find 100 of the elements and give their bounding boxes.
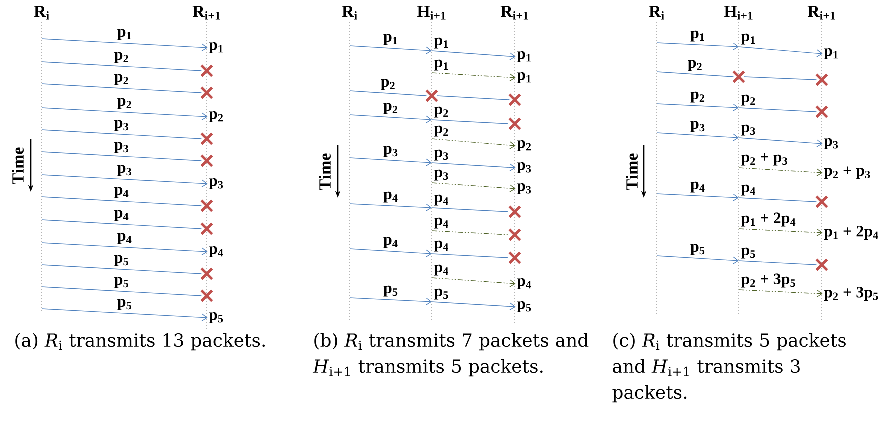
edge-label: p$_{5}$ — [114, 255, 128, 266]
edge-label: p$_{1}$ — [434, 60, 448, 71]
packet-arrow — [432, 278, 516, 288]
packet-arrow — [738, 168, 823, 177]
loss-mark — [508, 117, 522, 131]
packet-arrow — [42, 174, 208, 188]
edge-label: p$_{3}$ — [114, 120, 128, 132]
loss-mark — [200, 267, 214, 281]
packet-label: p$_{1}$ — [517, 72, 531, 84]
edge-label: p$_{2}$ + 3p$_{5}$ — [741, 274, 796, 288]
loss-mark — [815, 258, 829, 272]
edge-label: p$_{3}$ — [434, 170, 448, 181]
edge-label: p$_{2}$ — [690, 92, 705, 103]
edge-label: p$_{5}$ — [741, 248, 756, 259]
packet-label: p$_{1}$ — [824, 48, 838, 60]
packet-label: p$_{5}$ — [209, 312, 224, 324]
timeline: R$_{i}$ — [649, 6, 664, 316]
packet-arrow — [350, 298, 432, 306]
packet-arrow — [42, 108, 208, 121]
loss-mark — [815, 73, 829, 87]
loss-mark — [815, 195, 829, 209]
edge-label: p$_{1}$ — [118, 29, 132, 40]
packet-arrow — [350, 204, 432, 212]
edge-label: p$_{5}$ — [384, 286, 398, 297]
packet-arrow — [432, 50, 516, 60]
edge-label: p$_{4}$ — [114, 210, 129, 222]
edge-label: p$_{4}$ — [118, 233, 132, 244]
packet-label: p$_{3}$ — [824, 138, 838, 150]
loss-mark — [200, 132, 214, 146]
packet-label: p$_{2}$ + p$_{3}$ — [824, 166, 870, 180]
packet-arrow — [432, 72, 516, 82]
loss-mark — [425, 89, 439, 103]
edge-label: p$_{4}$ — [434, 240, 448, 252]
packet-arrow — [656, 256, 739, 264]
packet-label: p$_{1}$ — [209, 42, 223, 54]
edge-label: p$_{5}$ — [114, 277, 128, 288]
loss-mark — [200, 222, 214, 236]
edge-label: p$_{4}$ — [384, 192, 398, 203]
edge-label: p$_{2}$ — [384, 103, 398, 114]
edge-label: p$_{5}$ — [118, 299, 132, 310]
loss-mark — [200, 154, 214, 168]
edge-label: p$_{3}$ — [690, 121, 705, 132]
packet-arrow — [656, 132, 739, 142]
packet-arrow — [656, 42, 739, 51]
loss-mark — [200, 64, 214, 78]
loss-mark — [732, 70, 746, 84]
edge-label: p$_{2}$ — [381, 79, 395, 90]
packet-label: p$_{2}$ — [517, 140, 532, 152]
edge-label: p$_{4}$ — [741, 184, 756, 196]
packet-arrow — [432, 302, 516, 311]
edge-label: p$_{1}$ — [690, 30, 704, 42]
packet-arrow — [432, 138, 516, 150]
packet-arrow — [738, 138, 823, 148]
edge-label: p$_{2}$ — [114, 52, 128, 64]
loss-mark — [508, 205, 522, 219]
packet-label: p$_{3}$ — [209, 178, 224, 190]
timeline: R$_{i}$ — [34, 6, 50, 313]
edge-label: p$_{3}$ — [384, 146, 398, 158]
edge-label: p$_{3}$ — [741, 124, 756, 136]
edge-label: p$_{3}$ — [434, 150, 448, 161]
caption: (c) R$_{i}$ transmits 5 packets and H$_{i+1}$ transmits 3 packets. — [612, 333, 846, 403]
packet-arrow — [350, 248, 432, 258]
packet-arrow — [432, 182, 516, 192]
loss-mark — [200, 199, 214, 213]
edge-label: p$_{2}$ — [114, 74, 128, 86]
packet-arrow — [656, 194, 739, 202]
packet-label: p$_{3}$ — [517, 184, 532, 194]
loss-mark — [815, 105, 829, 119]
edge-label: p$_{1}$ — [434, 38, 448, 49]
packet-label: p$_{1}$ — [517, 52, 531, 62]
edge-label: p$_{4}$ — [434, 218, 448, 229]
edge-label: p$_{5}$ — [690, 244, 705, 256]
edge-label: p$_{5}$ — [434, 288, 448, 300]
edge-label: p$_{4}$ — [384, 237, 398, 248]
loss-mark — [200, 86, 214, 100]
edge-label: p$_{1}$ — [741, 34, 756, 45]
packet-arrow — [738, 228, 823, 237]
packet-arrow — [42, 242, 208, 256]
edge-label: p$_{4}$ — [434, 194, 448, 206]
edge-label: p$_{1}$ + 2p$_{4}$ — [741, 212, 796, 227]
caption: (b) R$_{i}$ transmits 7 packets and H$_{i+1}$ transmits 5 packets. — [312, 333, 589, 377]
edge-label: p$_{4}$ — [114, 187, 129, 198]
edge-label: p$_{2}$ — [741, 94, 756, 106]
packet-label: p$_{2}$ — [209, 112, 224, 122]
packet-arrow — [350, 114, 432, 124]
edge-label: p$_{1}$ — [384, 34, 398, 46]
packet-label: p$_{2}$ + 3p$_{5}$ — [824, 287, 878, 301]
packet-arrow — [42, 308, 208, 322]
loss-mark — [508, 228, 522, 242]
packet-arrow — [350, 46, 432, 54]
edge-label: p$_{2}$ — [434, 106, 448, 118]
edge-label: p$_{4}$ — [690, 182, 705, 193]
packet-arrow — [738, 46, 823, 58]
packet-arrow — [432, 162, 516, 172]
packet-label: p$_{4}$ — [209, 246, 224, 258]
edge-label: p$_{2}$ + p$_{3}$ — [741, 153, 788, 166]
packet-label: p$_{4}$ — [517, 278, 532, 290]
packet-label: p$_{3}$ — [517, 162, 532, 174]
edge-label: p$_{3}$ — [118, 165, 132, 176]
timeline: R$_{i}$ — [342, 6, 358, 321]
